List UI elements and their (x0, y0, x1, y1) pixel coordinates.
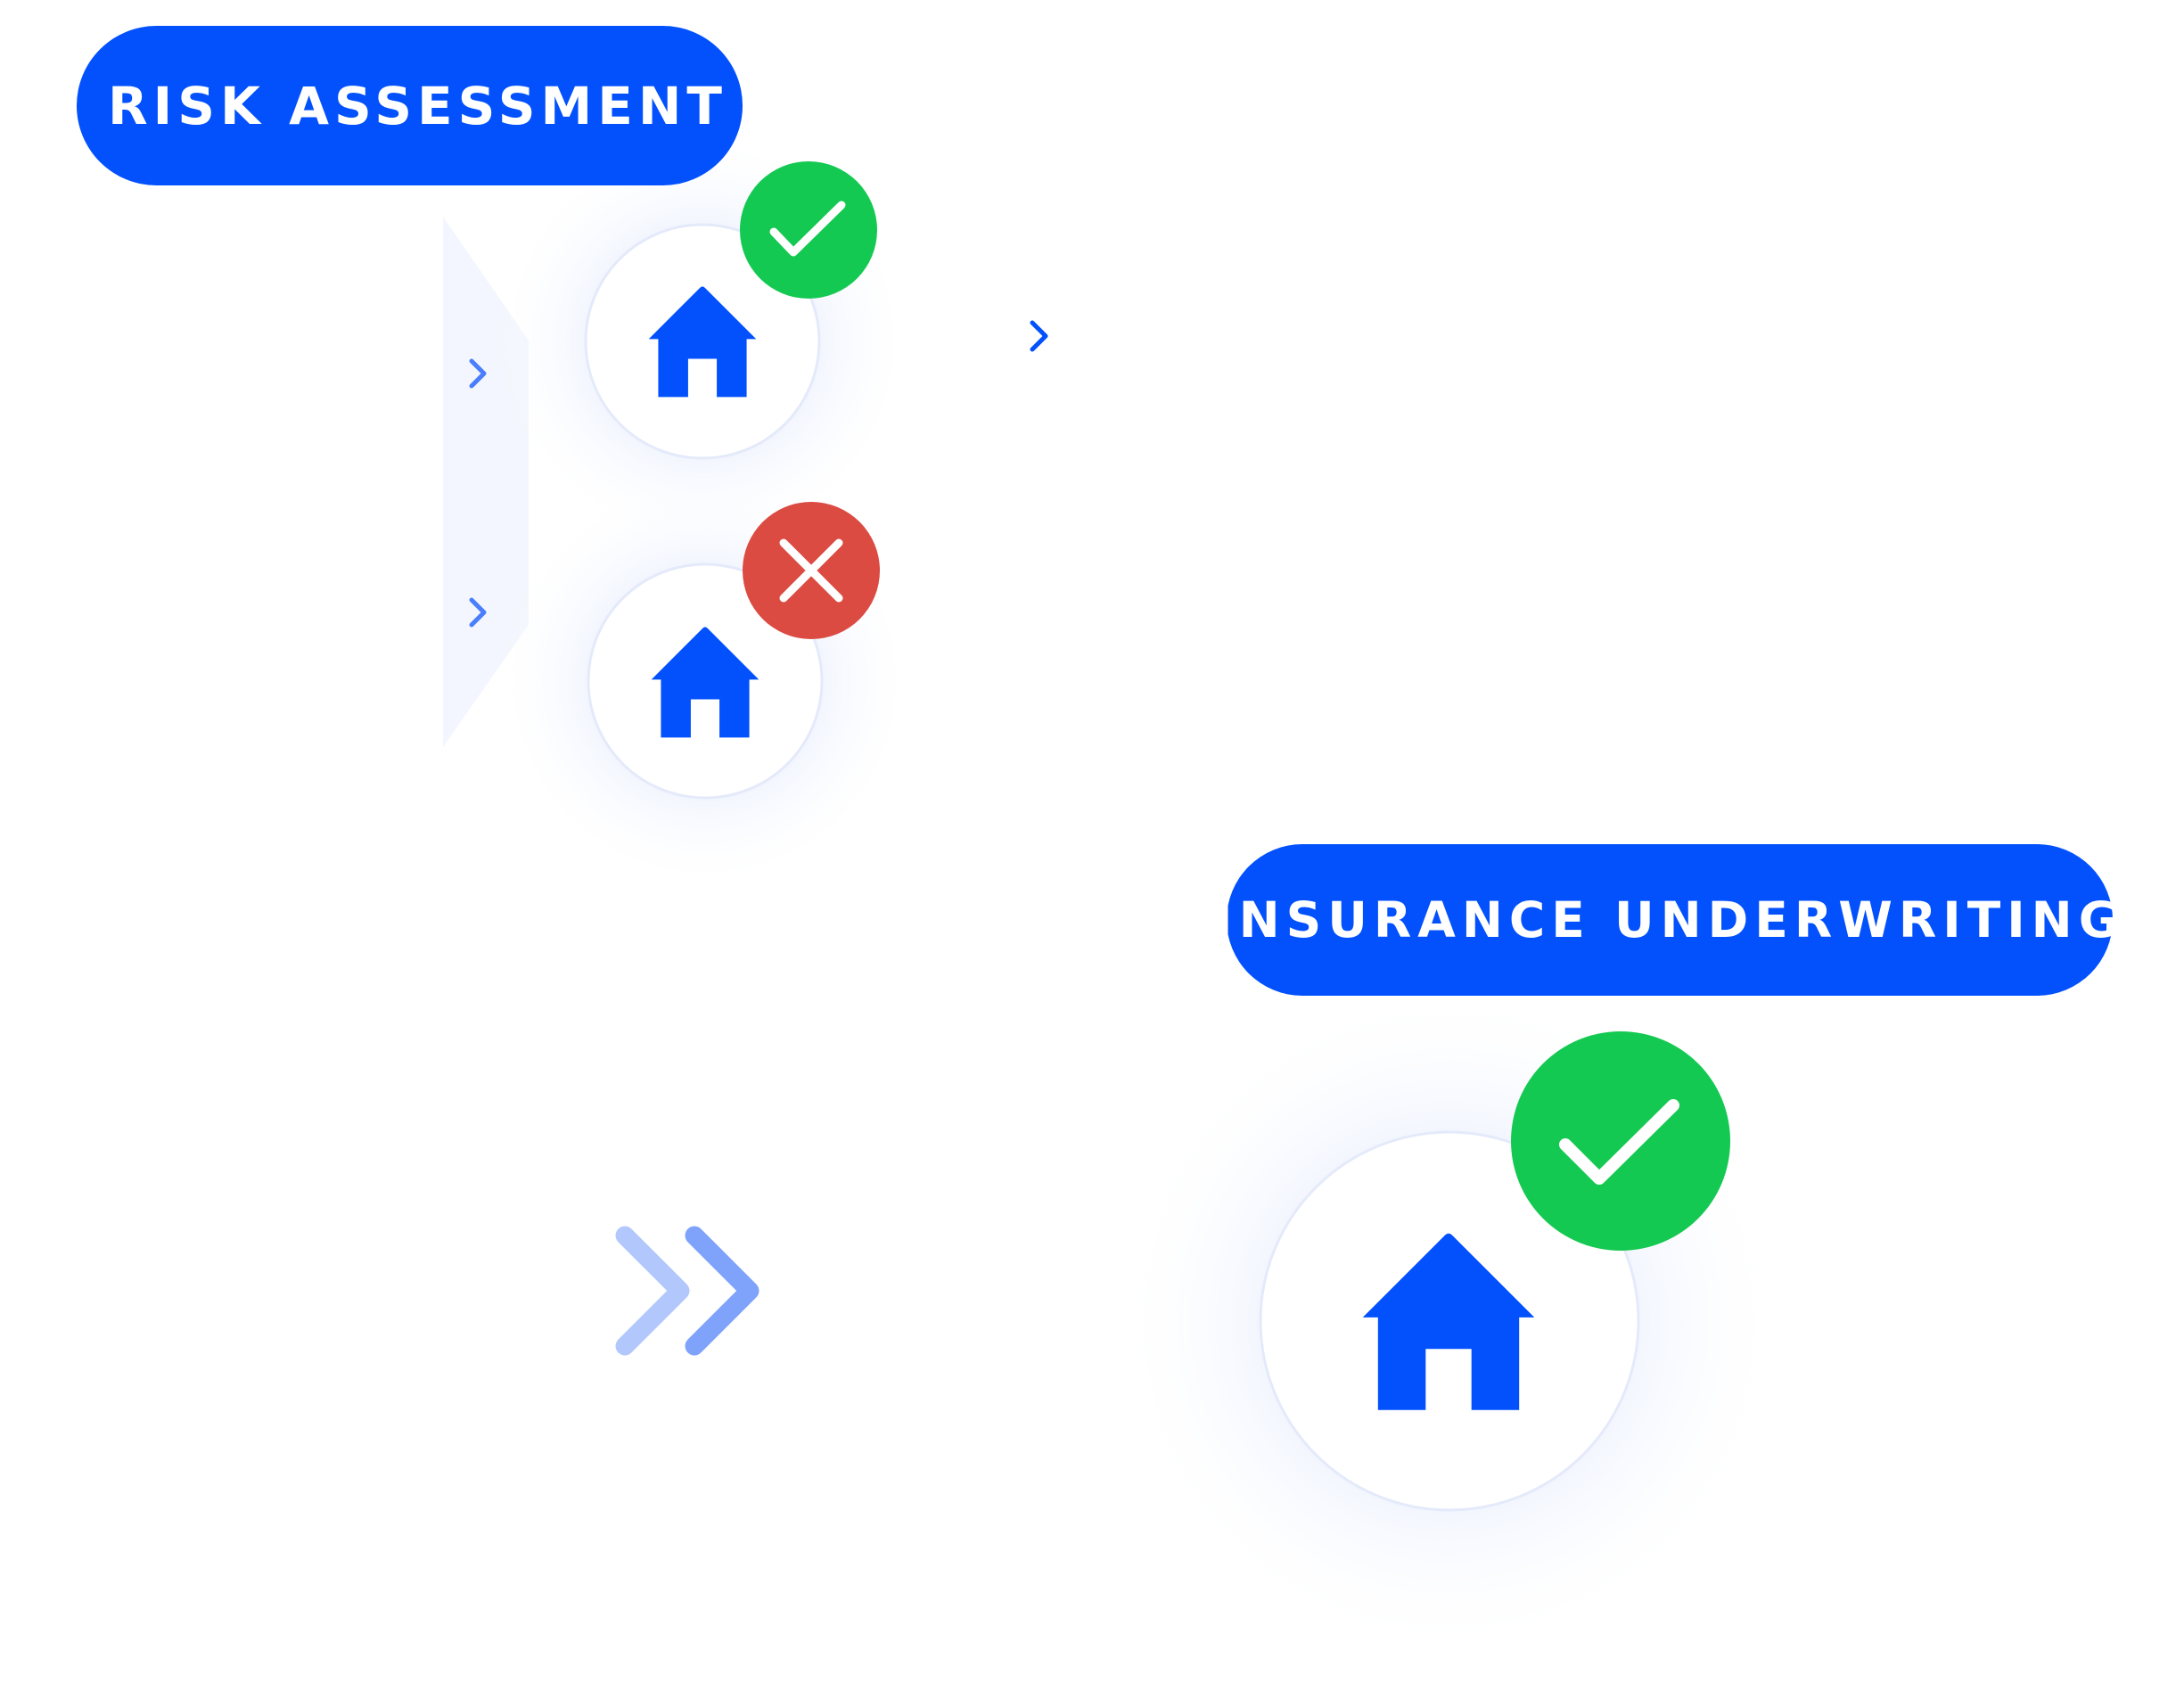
incoming-arrow-bottom (334, 597, 487, 628)
approved-badge (740, 161, 877, 299)
risk-house-node-approved (493, 132, 912, 551)
rejected-badge (743, 502, 880, 639)
double-chevron-right-icon (615, 1226, 759, 1356)
underwriting-house-node-approved (1115, 987, 1784, 1655)
x-icon (779, 538, 843, 603)
risk-assessment-label: RISK ASSESSMENT (77, 26, 743, 185)
insurance-underwriting-label: INSURANCE UNDERWRITING (1214, 844, 2119, 996)
risk-house-node-rejected (496, 472, 915, 891)
outgoing-arrow (898, 320, 1048, 352)
incoming-arrow-top (334, 358, 487, 389)
checkmark-icon (1559, 1099, 1679, 1185)
checkmark-icon (769, 201, 846, 257)
approved-badge (1511, 1031, 1730, 1251)
